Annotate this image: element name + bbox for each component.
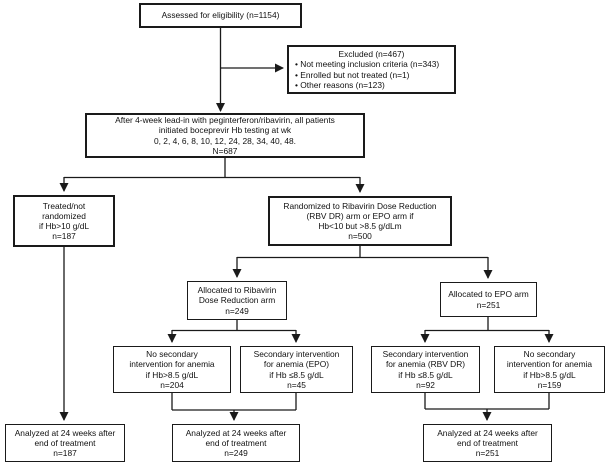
node-secondary-epo-text: Secondary intervention [253, 349, 340, 360]
node-allocated-rbv-text: Dose Reduction arm [198, 295, 276, 306]
node-analyzed-middle-text: Analyzed at 24 weeks after [185, 427, 287, 438]
node-analyzed-middle-text: n=249 [224, 448, 248, 459]
node-allocated-rbv-text: n=249 [225, 305, 249, 316]
node-analyzed-left: Analyzed at 24 weeks after end of treatm… [5, 424, 125, 462]
node-leadin-text: 0, 2, 4, 6, 8, 10, 12, 24, 28, 34, 40, 4… [153, 135, 296, 146]
node-leadin: After 4-week lead-in with peginterferon/… [85, 113, 365, 158]
node-assessed-text: Assessed for eligibility (n=1154) [161, 10, 280, 21]
node-leadin-text: initiated boceprevir Hb testing at wk [158, 125, 292, 136]
node-excluded-bullet: Not meeting inclusion criteria (n=343) [295, 59, 448, 69]
node-no-secondary-rbv-text: n=204 [160, 379, 184, 390]
node-secondary-rbv-text: if Hb ≤8.5 g/dL [398, 369, 453, 380]
node-secondary-epo-text: for anemia (EPO) [263, 359, 330, 370]
node-leadin-text: N=687 [212, 145, 238, 156]
node-treated-text: if Hb>10 g/dL [38, 221, 90, 231]
node-excluded-bullet: Enrolled but not treated (n=1) [295, 70, 448, 80]
node-secondary-rbv-text: for anemia (RBV DR) [385, 359, 466, 370]
node-analyzed-right-text: Analyzed at 24 weeks after [437, 427, 538, 438]
node-assessed: Assessed for eligibility (n=1154) [139, 3, 302, 28]
node-allocated-epo-text: Allocated to EPO arm [448, 289, 529, 300]
node-excluded-title: Excluded (n=467) [338, 49, 405, 60]
node-randomized-text: n=500 [348, 231, 372, 242]
node-no-secondary-epo-text: if Hb>8.5 g/dL [523, 369, 576, 380]
node-treated-text: n=187 [52, 231, 76, 242]
node-secondary-epo-text: n=45 [287, 379, 306, 390]
node-analyzed-middle: Analyzed at 24 weeks after end of treatm… [172, 424, 300, 462]
node-randomized: Randomized to Ribavirin Dose Reduction (… [268, 196, 452, 246]
node-allocated-rbv-dr: Allocated to Ribavirin Dose Reduction ar… [187, 281, 287, 320]
node-treated-text: randomized [42, 210, 86, 221]
node-allocated-rbv-text: Allocated to Ribavirin [197, 285, 277, 296]
node-treated-not-randomized: Treated/not randomized if Hb>10 g/dL n=1… [13, 195, 115, 247]
node-no-secondary-epo-text: No secondary [523, 349, 576, 360]
node-secondary-rbv-dr: Secondary intervention for anemia (RBV D… [371, 346, 480, 393]
node-analyzed-right-text: n=251 [475, 448, 500, 459]
node-no-secondary-epo-text: intervention for anemia [506, 359, 593, 370]
node-randomized-text: (RBV DR) arm or EPO arm if [306, 210, 414, 221]
node-no-secondary-rbv-text: intervention for anemia [129, 359, 215, 370]
node-no-secondary-epo-arm: No secondary intervention for anemia if … [494, 346, 605, 393]
node-analyzed-right-text: end of treatment [457, 437, 518, 448]
node-analyzed-left-text: end of treatment [34, 437, 96, 448]
node-allocated-epo: Allocated to EPO arm n=251 [440, 282, 537, 317]
node-analyzed-left-text: n=187 [53, 448, 77, 459]
node-excluded-bullet: Other reasons (n=123) [295, 80, 448, 90]
node-secondary-epo-text: if Hb ≤8.5 g/dL [269, 369, 324, 380]
node-secondary-epo: Secondary intervention for anemia (EPO) … [240, 346, 353, 393]
node-no-secondary-rbv-text: if Hb>8.5 g/dL [145, 369, 199, 380]
node-no-secondary-rbv-text: No secondary [146, 349, 198, 360]
node-secondary-rbv-text: n=92 [416, 379, 435, 390]
node-leadin-text: After 4-week lead-in with peginterferon/… [115, 115, 335, 126]
node-analyzed-right: Analyzed at 24 weeks after end of treatm… [423, 424, 552, 462]
node-no-secondary-rbv-arm: No secondary intervention for anemia if … [113, 346, 231, 393]
node-secondary-rbv-text: Secondary intervention [382, 349, 469, 360]
node-analyzed-left-text: Analyzed at 24 weeks after [14, 427, 116, 438]
node-allocated-epo-text: n=251 [476, 299, 501, 310]
node-excluded: Excluded (n=467) Not meeting inclusion c… [287, 45, 456, 94]
node-randomized-text: Hb<10 but >8.5 g/dLm [318, 221, 402, 231]
node-no-secondary-epo-text: n=159 [537, 379, 562, 390]
node-analyzed-middle-text: end of treatment [205, 437, 267, 448]
node-treated-text: Treated/not [42, 200, 86, 211]
node-randomized-text: Randomized to Ribavirin Dose Reduction [283, 200, 437, 211]
